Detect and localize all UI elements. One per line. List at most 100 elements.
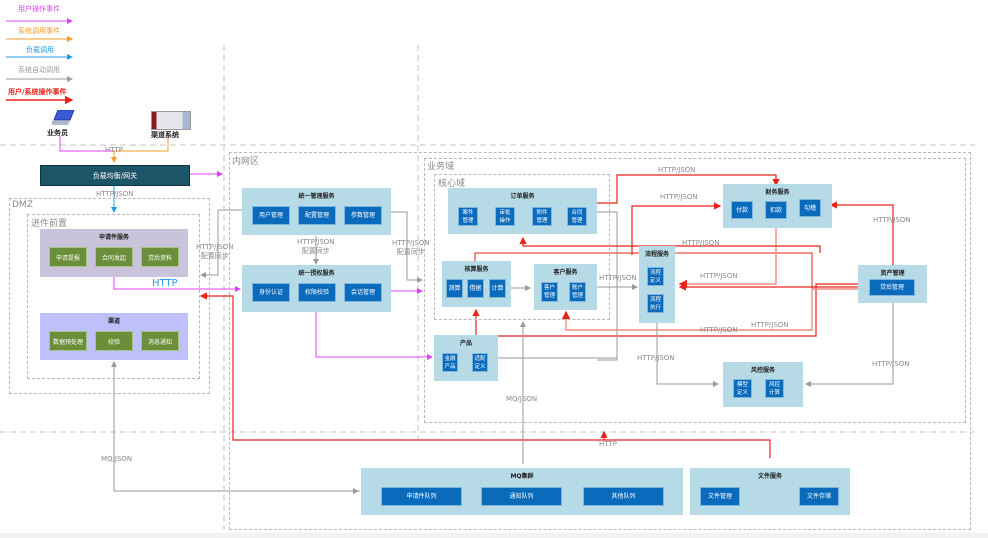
edge-label-file-http: HTTP (599, 440, 617, 448)
service-application[interactable]: 申请件服务 申请提报 合同发起 贷后资料 (40, 229, 188, 277)
edge-label-order-finance-1: HTTP/JSON (658, 166, 696, 174)
module-permission-check[interactable]: 权限校验 (298, 283, 336, 302)
module-risk-calc[interactable]: 风控 计算 (765, 379, 784, 398)
module-reconcile[interactable]: 勾稽 (799, 199, 821, 217)
module-file-storage[interactable]: 文件存储 (799, 487, 839, 506)
edge-asset-cust (561, 288, 858, 331)
module-calculate[interactable]: 计算 (489, 279, 506, 298)
edge-label-acc-workflow: HTTP/JSON (682, 239, 720, 247)
module-account-mgmt[interactable]: 账户 管理 (569, 282, 586, 302)
module-notify-queue[interactable]: 通知队列 (481, 487, 562, 506)
service-product-title: 产品 (459, 340, 472, 347)
module-user-mgmt[interactable]: 用户管理 (252, 206, 290, 225)
module-notify[interactable]: 消息通知 (141, 331, 179, 351)
zone-core-label: 核心域 (438, 179, 466, 189)
zone-intranet (229, 152, 971, 530)
module-session-mgmt[interactable]: 会话管理 (344, 283, 382, 302)
zone-intranet-label: 内网区 (232, 157, 260, 167)
service-asset[interactable]: 资产管理 贷后管理 (858, 265, 927, 303)
module-contract-init[interactable]: 合同发起 (95, 247, 133, 267)
module-app-queue[interactable]: 申请件队列 (381, 487, 462, 506)
legend-load-call: 负载调用 (26, 46, 54, 54)
edge-asset-risk (805, 303, 894, 387)
module-postloan-docs[interactable]: 贷后资料 (141, 247, 179, 267)
module-flow-def[interactable]: 流程 定义 (647, 267, 664, 286)
service-unified-mgmt[interactable]: 统一管理服务 用户管理 配置管理 参数管理 (242, 188, 391, 235)
edge-auth-product (315, 312, 433, 360)
service-asset-title: 资产管理 (880, 270, 905, 277)
service-risk-title: 风控服务 (750, 367, 775, 374)
actor-clerk-label: 业务员 (47, 129, 68, 137)
module-other-queue[interactable]: 其他队列 (583, 487, 664, 506)
service-unified-auth-title: 统一授权服务 (298, 270, 335, 277)
service-mq-title: MQ集群 (510, 473, 534, 480)
zone-business-label: 业务域 (427, 162, 455, 172)
service-order[interactable]: 订单服务 案件 管理 审批 操作 附件 管理 合同 管理 (448, 188, 597, 234)
edge-clerk-gateway (59, 136, 114, 152)
module-adapter-def[interactable]: 适配 定义 (472, 353, 488, 372)
module-param-mgmt[interactable]: 参数管理 (344, 206, 382, 225)
module-iou[interactable]: 借据 (467, 279, 484, 298)
service-customer-title: 客户服务 (553, 269, 578, 276)
edge-label-finance-workflow: HTTP/JSON (700, 272, 738, 280)
service-product[interactable]: 产品 金融 产品 适配 定义 (434, 335, 498, 381)
edge-label-order-finance-2: HTTP/JSON (660, 193, 698, 201)
module-apply-submit[interactable]: 申请提报 (49, 247, 87, 267)
legend-system-event: 系统调用事件 (18, 27, 60, 35)
zone-front-label: 进件前置 (31, 219, 68, 229)
edge-channel-gateway (111, 137, 169, 163)
edge-label-http-top: HTTP (105, 146, 123, 154)
module-payment[interactable]: 付款 (731, 201, 753, 219)
edge-product-workflow (498, 322, 618, 359)
module-attachment-mgmt[interactable]: 附件 管理 (532, 207, 552, 226)
module-identity-auth[interactable]: 身份认证 (252, 283, 290, 302)
service-order-title: 订单服务 (510, 193, 535, 200)
module-estimate[interactable]: 测算 (446, 279, 463, 298)
service-workflow[interactable]: 流程服务 流程 定义 流程 执行 (639, 246, 675, 323)
module-case-mgmt[interactable]: 案件 管理 (458, 207, 478, 226)
edge-label-mq-channel: MQ/JSON (101, 455, 133, 463)
legend-auto-call: 系统自动调用 (18, 66, 60, 74)
module-file-mgmt[interactable]: 文件管理 (700, 487, 740, 506)
service-accounting[interactable]: 核算服务 测算 借据 计算 (442, 261, 511, 307)
edge-workflow-risk (656, 322, 719, 387)
module-customer-mgmt[interactable]: 客户 管理 (541, 282, 558, 302)
edge-label-cfg-right: HTTP/JSON 配置同步 (392, 239, 430, 256)
horizontal-scrollbar[interactable] (0, 533, 988, 538)
edge-mgmt-business (391, 211, 423, 283)
edge-label-asset-risk: HTTP/JSON (872, 360, 910, 368)
service-unified-mgmt-title: 统一管理服务 (298, 193, 335, 200)
service-mq[interactable]: MQ集群 申请件队列 通知队列 其他队列 (361, 468, 683, 515)
edge-mq-channel (111, 361, 360, 492)
module-postloan-mgmt[interactable]: 贷后管理 (869, 279, 915, 296)
service-workflow-title: 流程服务 (644, 251, 669, 258)
zone-dmz (9, 198, 210, 394)
module-config-mgmt[interactable]: 配置管理 (298, 206, 336, 225)
edge-label-workflow-risk: HTTP/JSON (637, 354, 675, 362)
service-finance[interactable]: 财务服务 付款 扣款 勾稽 (723, 184, 832, 228)
service-file[interactable]: 文件服务 文件管理 文件存储 (690, 468, 850, 515)
module-deduction[interactable]: 扣款 (765, 201, 787, 219)
module-verify[interactable]: 校验 (95, 331, 133, 351)
edge-order-finance-2 (631, 202, 722, 255)
edge-label-cfg-mid: HTTP/JSON 配置同步 (297, 238, 335, 255)
module-contract-mgmt[interactable]: 合同 管理 (567, 207, 587, 226)
legend-user-event: 用户操作事件 (18, 5, 60, 13)
module-approval[interactable]: 审批 操作 (495, 207, 515, 226)
legend-usersys-event: 用户/系统操作事件 (8, 88, 67, 96)
zone-dmz-label: DMZ (12, 200, 33, 210)
module-model-def[interactable]: 模型 定义 (733, 379, 752, 398)
service-unified-auth[interactable]: 统一授权服务 身份认证 权限校验 会话管理 (242, 265, 391, 312)
service-customer[interactable]: 客户服务 客户 管理 账户 管理 (534, 264, 597, 310)
module-flow-exec[interactable]: 流程 执行 (647, 294, 664, 313)
service-file-title: 文件服务 (757, 473, 782, 480)
service-channel[interactable]: 渠道 数据预处理 校验 消息通知 (40, 313, 188, 360)
edge-asset-acc (472, 283, 858, 337)
module-financial-product[interactable]: 金融 产品 (442, 353, 458, 372)
module-preprocess[interactable]: 数据预处理 (49, 331, 87, 351)
service-application-title: 申请件服务 (98, 234, 129, 241)
edge-label-cfg-left: HTTP/JSON 配置同步 (196, 243, 234, 260)
laptop-icon (52, 109, 76, 126)
service-risk[interactable]: 风控服务 模型 定义 风控 计算 (723, 362, 803, 407)
gateway-box[interactable]: 负载均衡/网关 (40, 165, 190, 186)
